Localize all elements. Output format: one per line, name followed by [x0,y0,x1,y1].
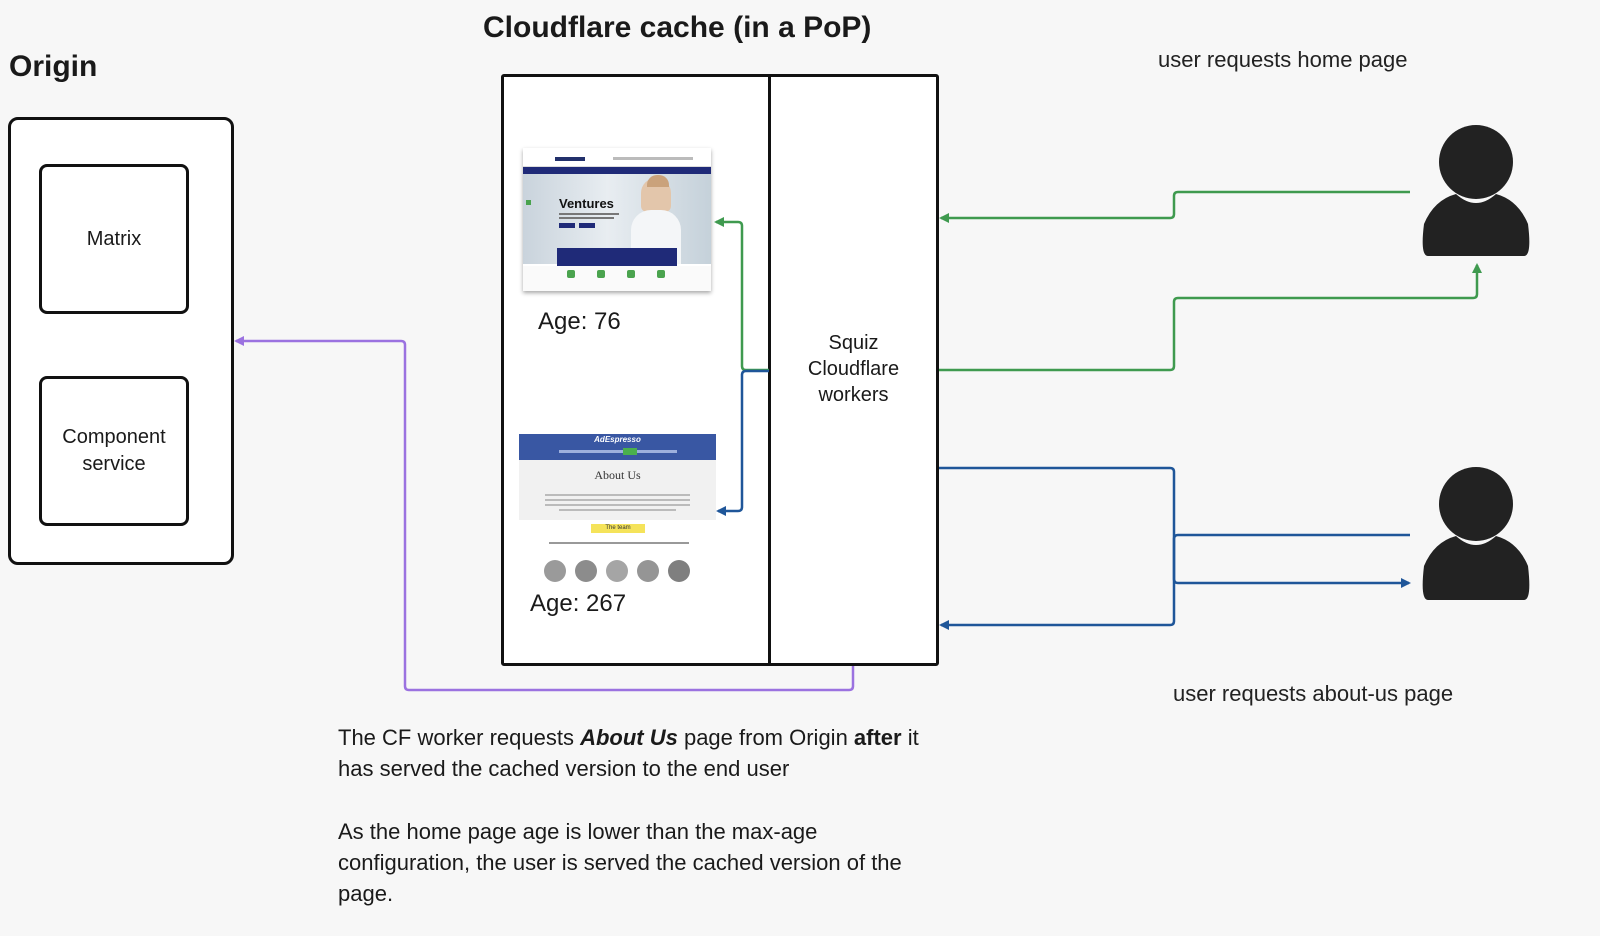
about-response-arrow [939,466,1411,588]
about-age: Age: 267 [530,590,627,617]
about-badge: The team [591,524,645,533]
avatar [637,560,659,582]
avatar [575,560,597,582]
home-page-thumbnail: Ventures [523,148,711,291]
component-service-box: Component service [39,376,189,526]
workers-line1: Squiz [828,332,879,354]
origin-title: Origin [9,50,98,83]
about-heading: About Us [594,468,641,482]
workers-line3: workers [818,384,889,406]
cache-title: Cloudflare cache (in a PoP) [483,11,872,44]
workers-line2: Cloudflare [807,358,900,380]
matrix-label: Matrix [86,227,142,250]
avatar [606,560,628,582]
user-home-request-label: user requests home page [1158,47,1408,72]
workers-label: Squiz Cloudflare workers [771,330,936,408]
worker-to-about-cache-arrow [716,369,769,516]
user-about-icon [1422,467,1530,600]
cache-divider [768,74,771,666]
caption-paragraph-2: As the home page age is lower than the m… [338,819,902,906]
user-about-request-label: user requests about-us page [1173,681,1454,706]
avatar [668,560,690,582]
home-response-arrow [939,263,1482,372]
user-home-icon [1422,125,1530,256]
matrix-box: Matrix [39,164,189,314]
home-age: Age: 76 [538,308,621,335]
home-headline: Ventures [559,196,614,211]
component-label-line1: Component [62,426,166,448]
about-request-arrow [939,533,1410,630]
about-page-thumbnail: AdEspresso About Us The team [519,434,716,588]
caption: The CF worker requests About Us page fro… [338,722,998,909]
home-request-arrow [939,190,1410,223]
worker-to-home-cache-arrow [714,217,769,372]
origin-revalidate-arrow [234,336,855,692]
caption-paragraph-1: The CF worker requests About Us page fro… [338,725,919,781]
about-brand: AdEspresso [594,435,641,444]
avatar [544,560,566,582]
component-label-line2: service [82,453,146,475]
